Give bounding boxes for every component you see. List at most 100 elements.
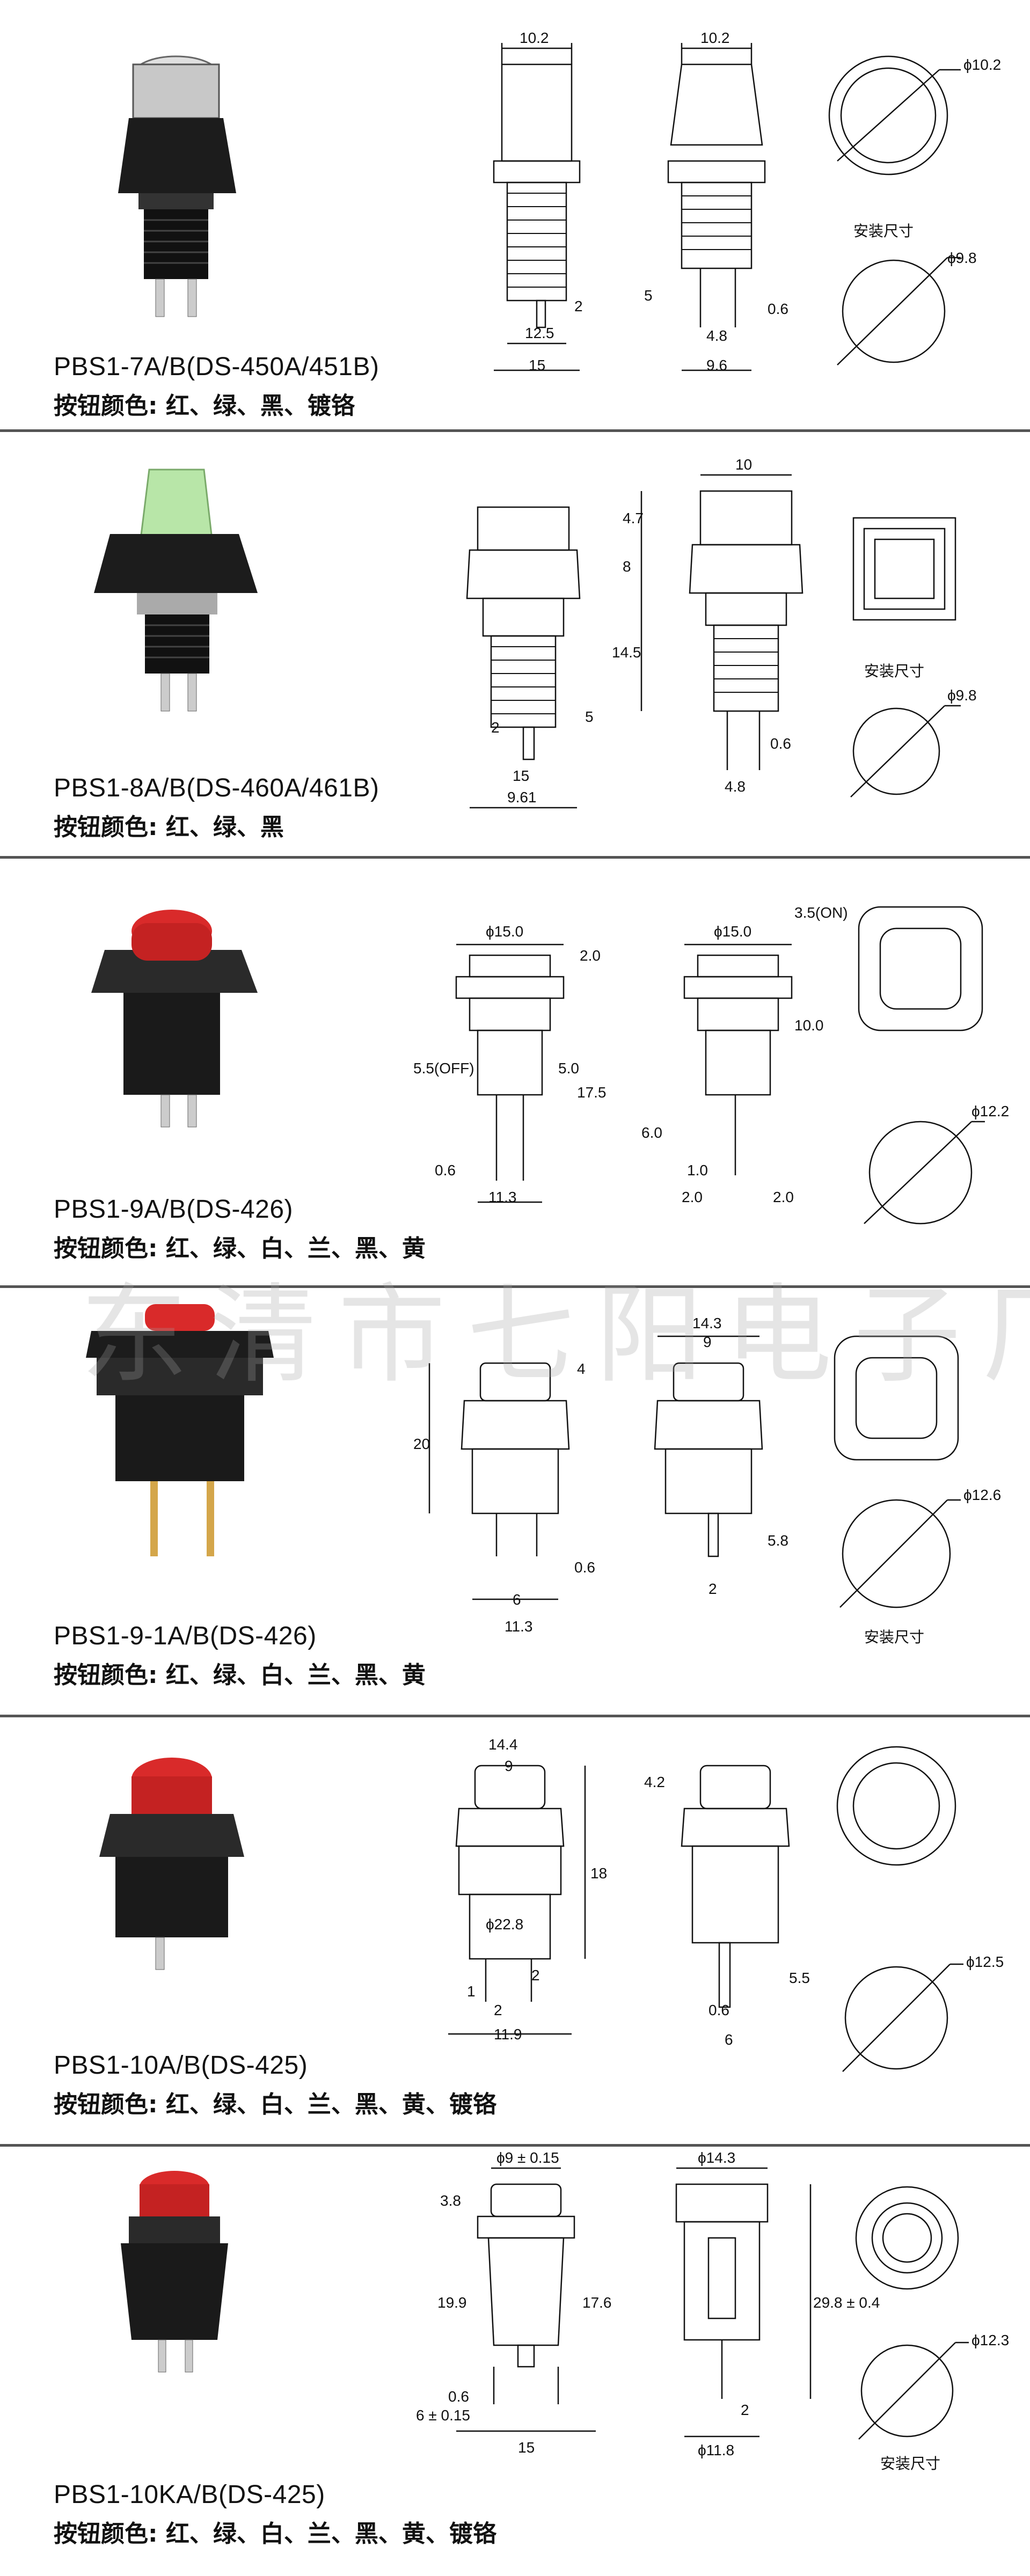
section-divider-3	[0, 1285, 1030, 1288]
product-model-6: PBS1-10KA/B(DS-425)	[54, 2480, 325, 2509]
dim-5-w1: 14.4	[488, 1736, 518, 1753]
dimension-drawing-1a	[493, 43, 581, 371]
dim-4-e: 2	[708, 1580, 717, 1597]
product-6-drawing: ϕ9 ± 0.15 ϕ14.3 3.8 19.9 17.6 29.8 ± 0.4…	[121, 2149, 1009, 2472]
dim-6-e: ϕ11.8	[698, 2442, 734, 2458]
dim-6-d: 2	[741, 2402, 749, 2418]
dim-1-d1: 10.2	[520, 30, 549, 46]
dim-1-c: 2	[574, 298, 583, 314]
dim-2-install: 安装尺寸	[864, 662, 924, 680]
button-colors-4: 按钮颜色: 红、绿、白、兰、黑、黄	[54, 1662, 426, 1689]
top-view-4	[834, 1335, 961, 1608]
dim-4-install: 安装尺寸	[864, 1628, 924, 1646]
dim-4-b: 6	[513, 1591, 521, 1608]
product-2-drawing: 10 4.7 8 14.5 5 2 15 9.61 4.8 0.6 安装尺寸 ϕ…	[94, 456, 977, 809]
dim-6-h2: 19.9	[437, 2294, 467, 2311]
dim-4-h1: 4	[577, 1360, 586, 1377]
product-section-5: 14.4 9 4.2 18 ϕ22.8 2 1 2 11.9 5.5 0.6 6…	[0, 1717, 1030, 2147]
dim-2-h2: 8	[623, 558, 631, 575]
dimension-drawing-4b	[654, 1335, 763, 1557]
dim-6-t1: ϕ9 ± 0.15	[496, 2149, 559, 2166]
dim-3-c: 1.0	[687, 1162, 708, 1179]
dimension-drawing-4a	[428, 1362, 570, 1600]
top-view-circles-1	[828, 55, 961, 365]
dim-1-d: 5	[644, 287, 653, 304]
dim-3-phi3: ϕ12.2	[971, 1103, 1009, 1119]
dim-5-d: 11.9	[494, 2026, 522, 2043]
dim-3-off: 5.5(OFF)	[413, 1060, 474, 1077]
dimension-drawing-2a	[466, 506, 581, 809]
product-photo-1	[118, 55, 236, 317]
product-section-1: 10.2 10.2 ϕ10.2 安装尺寸 ϕ9.8 12.5 15 2 5 4.…	[0, 0, 1030, 429]
top-view-6	[855, 2186, 969, 2440]
dim-3-h5: 6.0	[641, 1124, 662, 1141]
dimension-drawing-6b	[675, 2167, 812, 2438]
dim-1-d2: 10.2	[700, 30, 730, 46]
dimension-drawing-2b	[640, 474, 803, 770]
dimension-drawing-5b	[681, 1765, 790, 2008]
dim-3-on: 3.5(ON)	[794, 904, 848, 921]
product-model-5: PBS1-10A/B(DS-425)	[54, 2051, 308, 2080]
product-section-3: ϕ15.0 ϕ15.0 2.0 5.5(OFF) 5.0 17.5 3.5(ON…	[0, 859, 1030, 1288]
button-colors-1: 按钮颜色: 红、绿、黑、镀铬	[54, 392, 355, 420]
top-view-squares-2	[850, 517, 961, 797]
dim-5-b: 1	[467, 1983, 476, 2000]
dim-2-phi: ϕ9.8	[947, 687, 977, 704]
product-photo-2	[94, 469, 258, 712]
product-model-1: PBS1-7A/B(DS-450A/451B)	[54, 353, 379, 381]
product-1-drawing: 10.2 10.2 ϕ10.2 安装尺寸 ϕ9.8 12.5 15 2 5 4.…	[118, 30, 1001, 374]
product-photo-6	[121, 2171, 228, 2373]
button-colors-6: 按钮颜色: 红、绿、白、兰、黑、黄、镀铬	[54, 2520, 496, 2548]
dim-2-h3: 14.5	[612, 644, 641, 661]
dim-1-g: 0.6	[768, 301, 788, 317]
dim-4-phi: ϕ12.6	[963, 1487, 1001, 1503]
product-section-4: 14.3 9 4 20 0.6 6 11.3 5.8 2 ϕ12.6 安装尺寸 …	[0, 1288, 1030, 1717]
dim-5-w2: 9	[505, 1758, 513, 1774]
dim-3-a: 0.6	[435, 1162, 456, 1179]
dim-1-b: 15	[529, 357, 545, 374]
dim-1-install: 安装尺寸	[853, 222, 914, 240]
dim-3-phi1: ϕ15.0	[486, 923, 523, 940]
dim-2-f: 0.6	[770, 735, 791, 752]
dimension-drawing-1b	[667, 43, 766, 371]
dim-5-h1: 4.2	[644, 1774, 665, 1790]
dim-6-phi: ϕ12.3	[971, 2332, 1009, 2348]
dim-2-h1: 4.7	[623, 510, 644, 526]
dim-3-phi2: ϕ15.0	[714, 923, 751, 940]
dim-4-a: 0.6	[574, 1559, 595, 1576]
section-divider-4	[0, 1715, 1030, 1717]
dim-6-b: 6 ± 0.15	[416, 2407, 470, 2424]
dim-3-h2: 5.0	[558, 1060, 579, 1077]
product-4-drawing: 14.3 9 4 20 0.6 6 11.3 5.8 2 ϕ12.6 安装尺寸	[86, 1304, 1001, 1646]
dim-5-f: 0.6	[708, 2002, 729, 2018]
dim-6-h3: 17.6	[582, 2294, 612, 2311]
dim-4-d: 5.8	[768, 1532, 788, 1549]
dim-2-c: 15	[513, 767, 529, 784]
dim-2-e: 4.8	[725, 778, 746, 795]
top-view-5	[836, 1746, 963, 2072]
dim-2-a: 5	[585, 708, 594, 725]
dim-1-phi2: ϕ9.8	[947, 250, 977, 266]
product-5-drawing: 14.4 9 4.2 18 ϕ22.8 2 1 2 11.9 5.5 0.6 6…	[99, 1736, 1004, 2072]
dim-5-c: 2	[494, 2002, 502, 2018]
dim-4-h2: 20	[413, 1436, 430, 1452]
product-model-3: PBS1-9A/B(DS-426)	[54, 1195, 294, 1224]
dim-5-h2: 18	[590, 1865, 607, 1882]
product-photo-3	[91, 910, 258, 1128]
dimension-drawing-3a	[455, 943, 565, 1203]
button-colors-5: 按钮颜色: 红、绿、白、兰、黑、黄、镀铬	[54, 2091, 496, 2118]
dim-5-phi1: ϕ22.8	[486, 1916, 523, 1933]
dim-6-h1: 3.8	[440, 2192, 461, 2209]
section-divider-5	[0, 2144, 1030, 2147]
dim-2-b: 2	[491, 719, 500, 736]
section-divider-2	[0, 856, 1030, 859]
dim-6-h4: 29.8 ± 0.4	[813, 2294, 880, 2311]
dim-1-phi1: ϕ10.2	[963, 56, 1001, 73]
dim-6-c: 15	[518, 2439, 535, 2456]
dim-3-h1: 2.0	[580, 947, 601, 964]
dim-5-phi2: ϕ12.5	[966, 1953, 1004, 1970]
product-model-2: PBS1-8A/B(DS-460A/461B)	[54, 774, 379, 802]
dim-6-t2: ϕ14.3	[698, 2149, 735, 2166]
product-3-drawing: ϕ15.0 ϕ15.0 2.0 5.5(OFF) 5.0 17.5 3.5(ON…	[91, 904, 1009, 1225]
